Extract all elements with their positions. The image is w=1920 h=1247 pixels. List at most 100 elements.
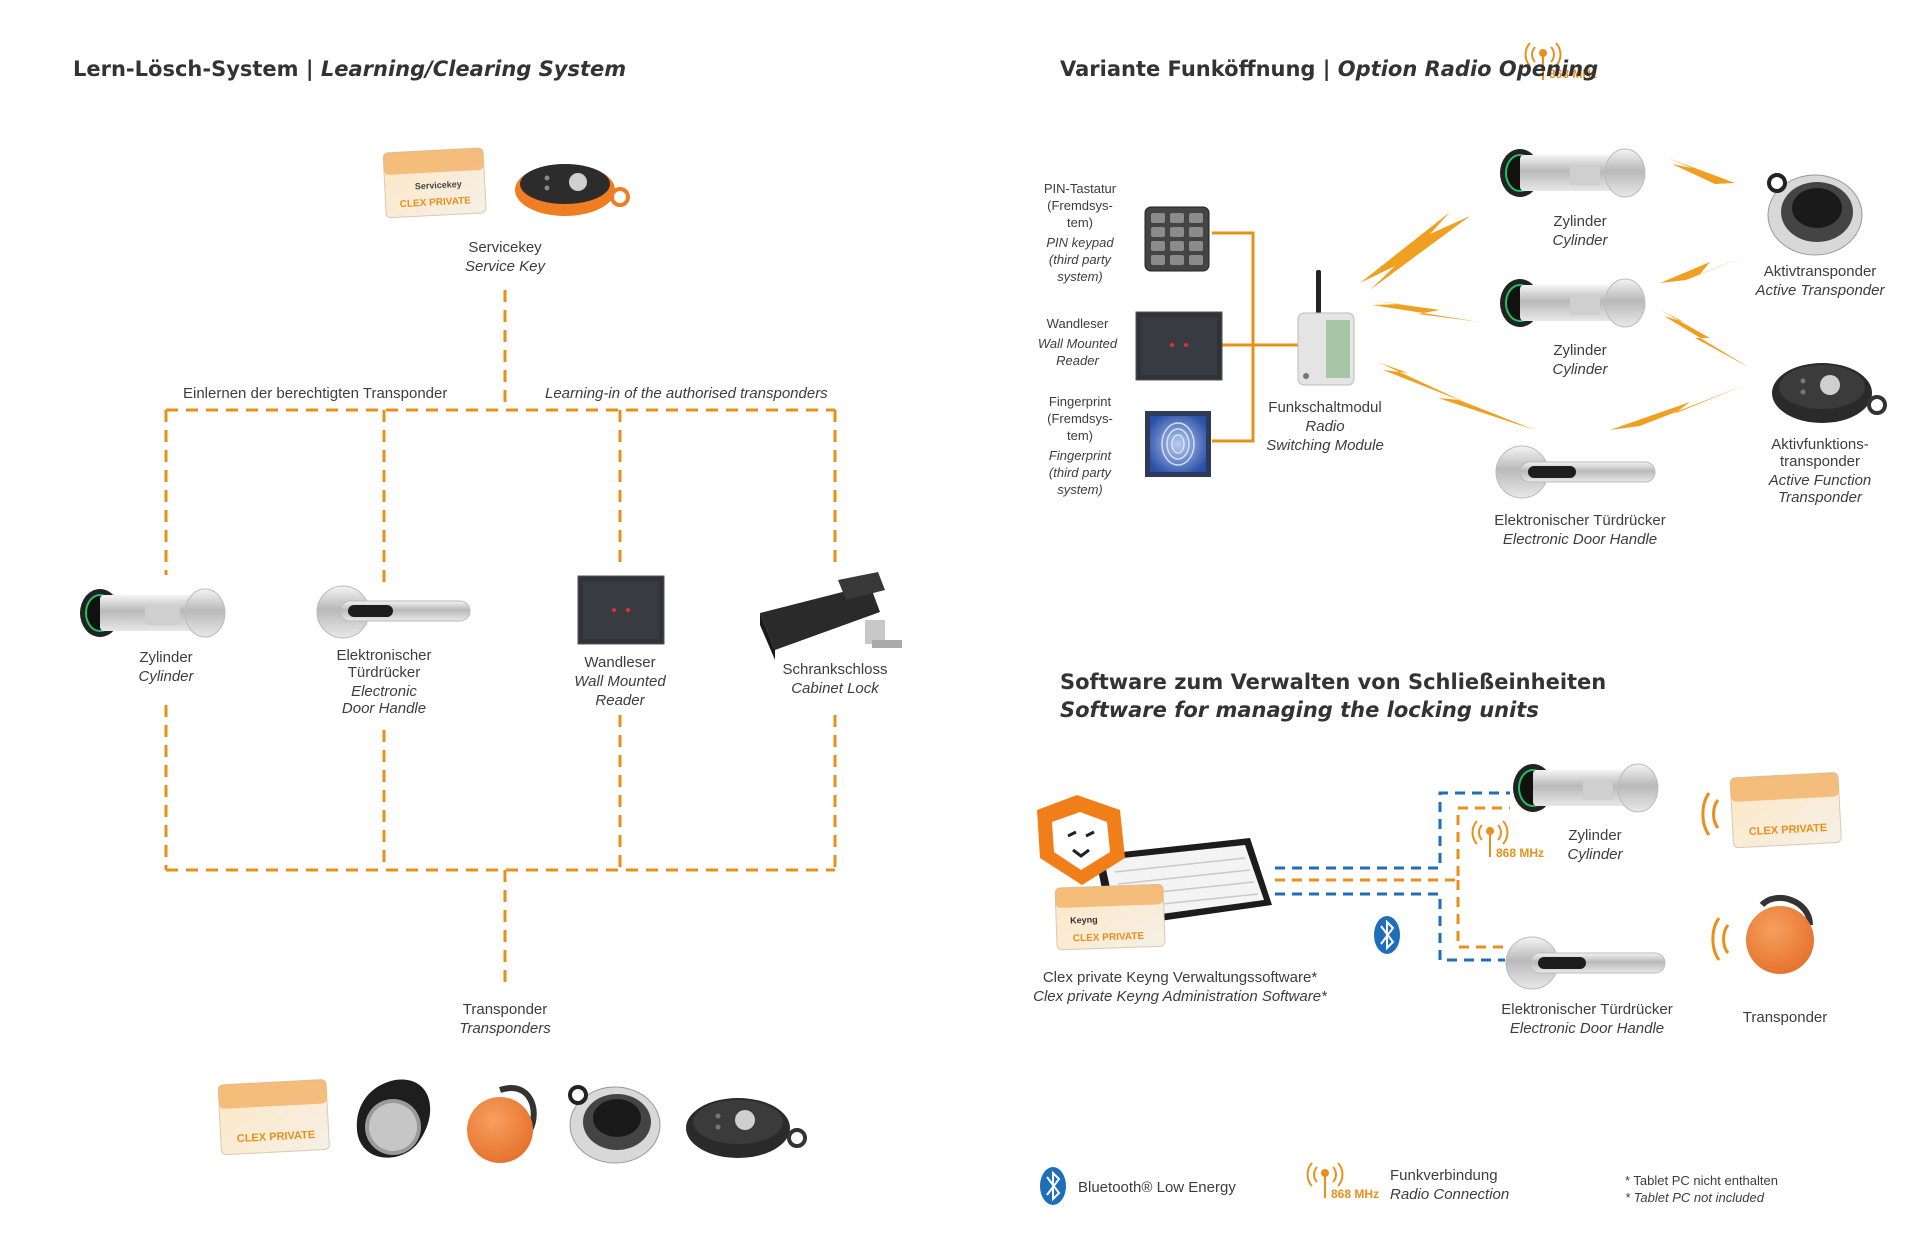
module-en2: Switching Module [1266, 437, 1384, 454]
transponder-card-brand: CLEX PRIVATE [237, 1129, 316, 1145]
lion-logo-icon [1037, 795, 1125, 885]
software-freq: 868 MHz [1496, 846, 1544, 860]
finger-l1: Fingerprint [1048, 394, 1112, 409]
left-reader-en1: Wall Mounted [574, 673, 666, 690]
activefn-caption: Aktivfunktions- transponder Active Funct… [1745, 436, 1895, 506]
learn-label-de: Einlernen der berechtigten Transponder [183, 385, 448, 402]
software-transponder-caption: Transponder [1742, 1009, 1828, 1026]
finger-caption: Fingerprint (Fremdsys- tem) Fingerprint … [1030, 393, 1130, 498]
servicekey-card-brand: CLEX PRIVATE [399, 195, 471, 210]
radio-antenna-icon [1524, 42, 1562, 80]
radio-title-en: Option Radio Opening [1337, 57, 1599, 81]
left-reader-caption: Wandleser Wall Mounted Reader [540, 653, 700, 710]
active-caption: Aktivtransponder Active Transponder [1745, 262, 1895, 300]
radio-cyl2-en: Cylinder [1552, 361, 1608, 378]
software-card-brand: CLEX PRIVATE [1749, 822, 1828, 838]
servicekey-caption: Servicekey Service Key [405, 238, 605, 276]
active-de: Aktivtransponder [1763, 263, 1877, 280]
left-reader-de: Wandleser [584, 654, 656, 671]
left-cylinder-caption: Zylinder Cylinder [96, 648, 236, 686]
legend-note-de: * Tablet PC nicht enthalten [1625, 1173, 1778, 1188]
pin-e3: system) [1057, 269, 1103, 284]
pin-l1: PIN-Tastatur [1043, 181, 1117, 196]
legend-radio-caption: Funkverbindung Radio Connection [1390, 1166, 1509, 1204]
module-en1: Radio [1305, 418, 1345, 435]
left-handle-de2: Türdrücker [347, 664, 421, 681]
legend-radio-en: Radio Connection [1390, 1186, 1510, 1203]
legend-note-en: * Tablet PC not included [1625, 1190, 1765, 1205]
bluetooth-middle-icon [1374, 916, 1400, 954]
finger-l2: (Fremdsys- [1047, 411, 1113, 426]
pin-l3: tem) [1067, 215, 1093, 230]
legend-antenna-icon [1306, 1162, 1344, 1198]
software-antenna-icon [1471, 820, 1509, 857]
software-transponder-card-image: CLEX PRIVATE [1701, 772, 1842, 849]
wall-de: Wandleser [1046, 316, 1109, 331]
keyng-card-brand: CLEX PRIVATE [1073, 931, 1145, 944]
radio-title-de: Variante Funköffnung [1060, 57, 1316, 81]
keyng-card-image: Keyng CLEX PRIVATE [1054, 883, 1166, 951]
left-cylinder-image [80, 588, 226, 638]
servicekey-de: Servicekey [468, 239, 542, 256]
cabinet-caption: Schrankschloss Cabinet Lock [755, 660, 915, 698]
learning-title-en: Learning/Clearing System [320, 57, 627, 81]
active-function-transponder-image [1772, 363, 1887, 423]
wall-en2: Reader [1056, 353, 1099, 368]
left-cylinder-de: Zylinder [139, 649, 193, 666]
software-app-caption: Clex private Keyng Verwaltungssoftware* … [1020, 968, 1340, 1006]
pin-e1: PIN keypad [1046, 235, 1114, 250]
learning-network-lines [164, 290, 837, 990]
left-handle-image [316, 585, 471, 639]
keyng-card-keyng: Keyng [1070, 915, 1098, 926]
orange-teardrop-fob-image [467, 1085, 537, 1163]
left-handle-de1: Elektronischer [336, 647, 432, 664]
radio-cylinder-1-image [1500, 148, 1646, 198]
left-wall-reader-image [577, 575, 665, 645]
legend-note: * Tablet PC nicht enthalten * Tablet PC … [1625, 1172, 1778, 1206]
legend-radio-de: Funkverbindung [1390, 1167, 1498, 1184]
software-title-de: Software zum Verwalten von Schließeinhei… [1060, 670, 1607, 694]
learning-title: Lern-Lösch-System | Learning/Clearing Sy… [73, 57, 626, 81]
software-cylinder-image [1513, 763, 1659, 813]
finger-e3: system) [1057, 482, 1103, 497]
finger-l3: tem) [1067, 428, 1093, 443]
cabinet-en: Cabinet Lock [791, 680, 879, 697]
software-cyl-de: Zylinder [1568, 827, 1622, 844]
radio-input-lines [1212, 231, 1298, 443]
left-handle-en2: Door Handle [341, 700, 427, 717]
left-handle-en1: Electronic [351, 683, 417, 700]
software-fob-image [1711, 894, 1814, 974]
active-en: Active Transponder [1755, 282, 1885, 299]
radio-cyl2-de: Zylinder [1553, 342, 1607, 359]
pin-l2: (Fremdsys- [1047, 198, 1113, 213]
learning-title-sep: | [305, 57, 314, 81]
transponder-card-image: CLEX PRIVATE [217, 1079, 330, 1156]
radio-cyl2-caption: Zylinder Cylinder [1515, 341, 1645, 379]
legend-freq: 868 MHz [1331, 1187, 1379, 1201]
module-caption: Funkschaltmodul Radio Switching Module [1240, 398, 1410, 455]
radio-handle-image [1495, 445, 1656, 499]
learn-label-en: Learning-in of the authorised transponde… [545, 385, 828, 402]
software-handle-image [1505, 936, 1666, 990]
software-app-en: Clex private Keyng Administration Softwa… [1033, 988, 1327, 1005]
activefn-en1: Active Function [1768, 472, 1872, 489]
black-active-fob-image [686, 1098, 807, 1158]
pin-e2: (third party [1048, 252, 1112, 267]
clear-transponder-image [568, 1085, 661, 1164]
software-handle-de: Elektronischer Türdrücker [1501, 1001, 1673, 1018]
servicekey-card-image: Servicekey CLEX PRIVATE [382, 147, 487, 219]
radio-cyl1-de: Zylinder [1553, 213, 1607, 230]
left-cylinder-en: Cylinder [138, 668, 194, 685]
wall-caption: Wandleser Wall Mounted Reader [1020, 315, 1135, 369]
radio-title: Variante Funköffnung | Option Radio Open… [1060, 57, 1598, 81]
cabinet-lock-image [760, 572, 902, 660]
transponders-caption: Transponder Transponders [425, 1000, 585, 1038]
legend-bluetooth-icon [1040, 1167, 1066, 1205]
learning-title-de: Lern-Lösch-System [73, 57, 299, 81]
software-cyl-en: Cylinder [1567, 846, 1623, 863]
software-radio-lines [1275, 806, 1510, 949]
software-cyl-caption: Zylinder Cylinder [1535, 826, 1655, 864]
radio-title-sep: | [1322, 57, 1331, 81]
radio-cylinder-2-image [1500, 278, 1646, 328]
